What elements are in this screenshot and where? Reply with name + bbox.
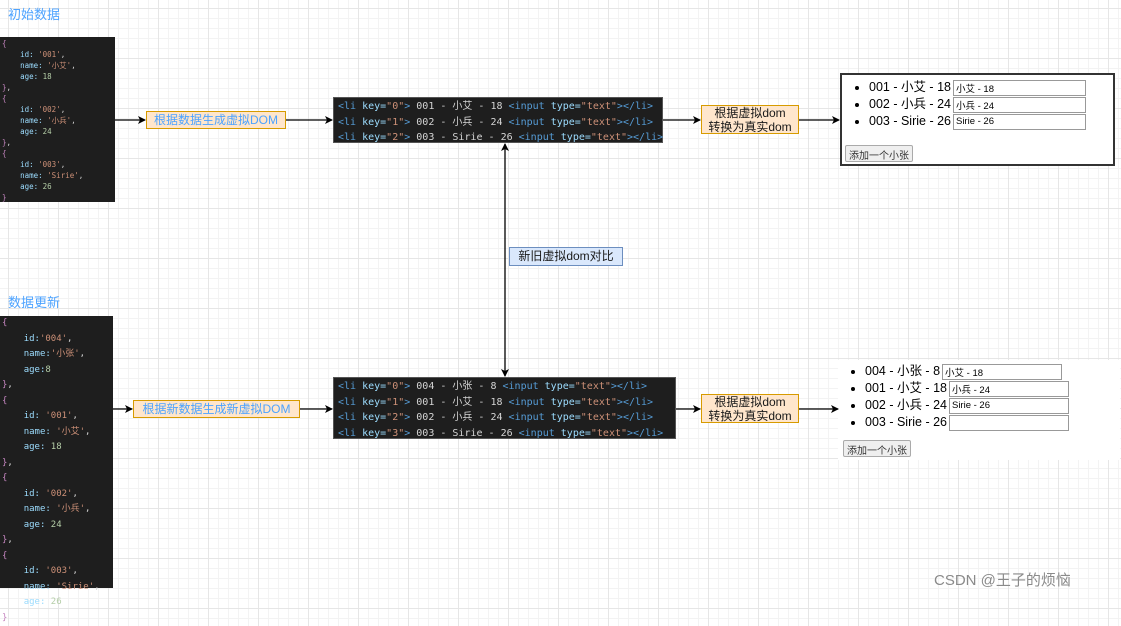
csdn-watermark: CSDN @王子的烦恼 (934, 569, 1071, 590)
key-age: age: (24, 597, 51, 607)
value-age: 26 (51, 597, 62, 607)
indent (2, 597, 24, 607)
arrows-layer (0, 0, 1121, 598)
code-line: } (2, 611, 111, 626)
brace: } (2, 613, 7, 623)
